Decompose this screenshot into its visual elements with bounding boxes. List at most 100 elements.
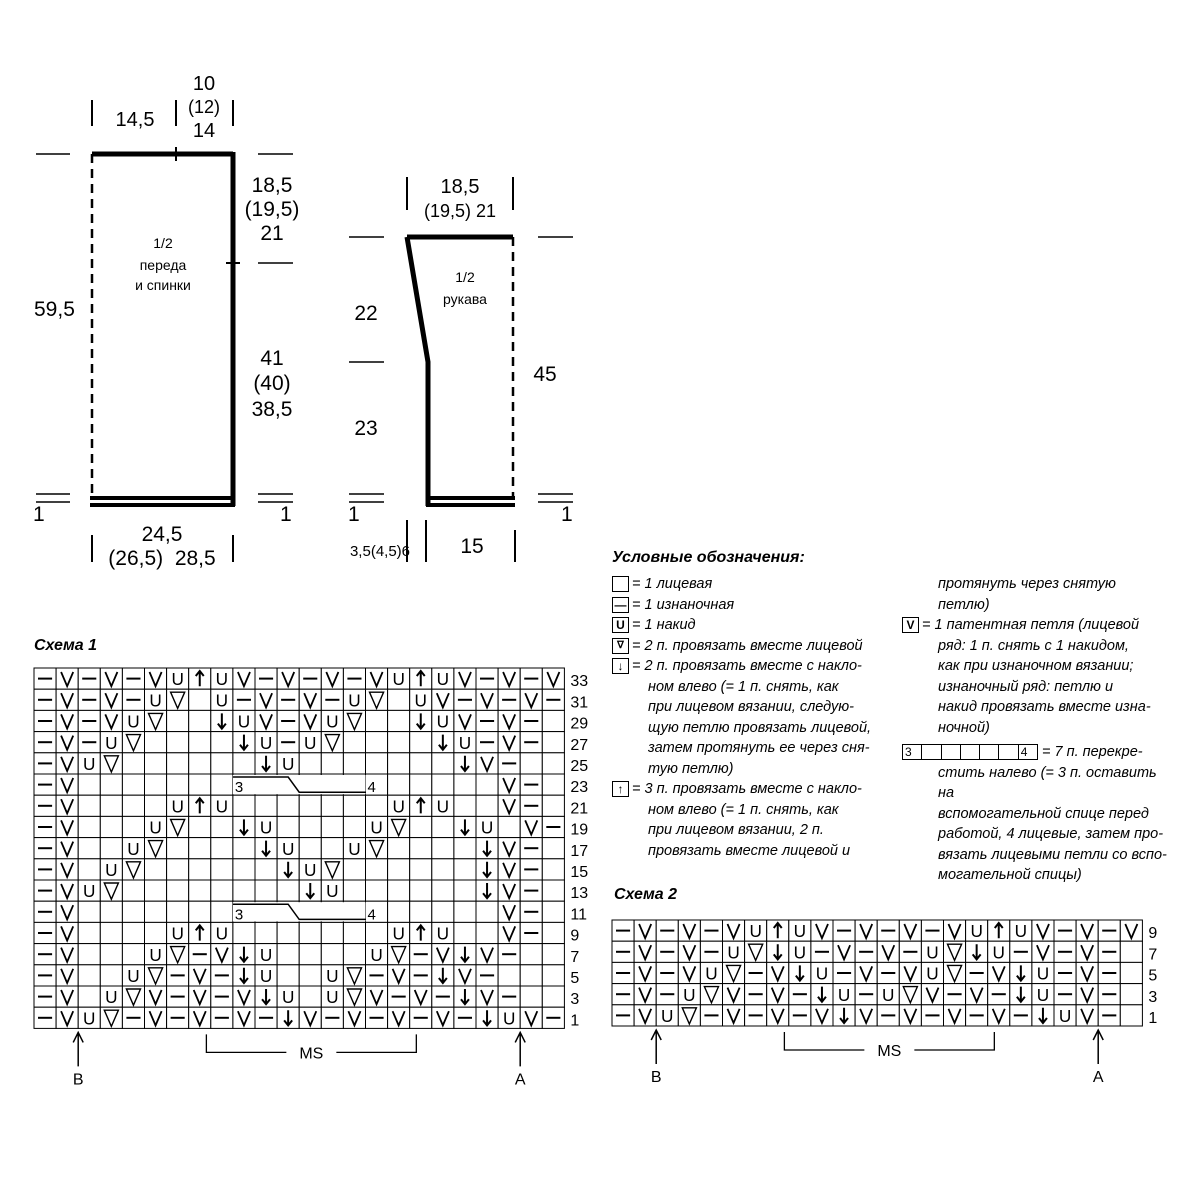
k2tog-symbol-icon	[125, 861, 142, 880]
scheme1-cell	[210, 900, 234, 923]
ssk-symbol-icon	[971, 944, 982, 962]
k2tog-symbol-icon	[946, 964, 963, 984]
patent-symbol-icon	[947, 923, 962, 941]
ssk-symbol-icon	[482, 861, 492, 879]
legend-text: как при изнаночном вязании;	[938, 658, 1134, 674]
sleeve-bottom-width: 15	[460, 535, 483, 558]
patent-symbol-icon	[770, 966, 785, 983]
patent-symbol-icon	[60, 692, 75, 710]
patent-symbol-icon	[369, 671, 384, 689]
yarnover-symbol-icon: U	[105, 860, 117, 880]
yarnover-symbol-icon: U	[481, 818, 493, 838]
k2tog-symbol-icon	[346, 712, 363, 732]
scheme1-cell	[99, 943, 123, 966]
sk2p-symbol-icon	[415, 669, 426, 687]
patent-symbol-icon	[638, 923, 653, 941]
ssk-symbol-icon	[415, 713, 426, 731]
scheme1-cell	[77, 858, 101, 881]
scheme1-cell	[541, 964, 565, 987]
scheme1-cell	[121, 815, 146, 839]
k2tog-symbol-icon	[147, 967, 164, 986]
scheme1-cell	[276, 943, 300, 966]
yarnover-symbol-icon: U	[970, 921, 982, 941]
yarnover-symbol-icon: U	[149, 945, 161, 965]
ssk-symbol-icon	[438, 734, 448, 752]
sleeve-label-line2: рукава	[443, 291, 487, 307]
legend-text: ряд: 1 п. снять с 1 накидом,	[938, 637, 1129, 654]
scheme1-cell	[298, 921, 322, 945]
k2tog-symbol-icon	[169, 818, 186, 838]
patent-symbol-icon	[325, 671, 340, 689]
legend-text: = 7 п. перекре-	[1042, 744, 1143, 760]
scheme1-cell	[475, 921, 499, 945]
k2tog-symbol-icon	[681, 1007, 698, 1026]
scheme1-cell	[320, 943, 344, 966]
patent-symbol-icon	[502, 883, 517, 901]
sleeve-upper-height: 22	[354, 302, 377, 325]
scheme1-row-number: 21	[570, 800, 588, 817]
scheme1-cell	[431, 837, 455, 860]
scheme1-cell	[298, 943, 322, 966]
patent-symbol-icon	[859, 966, 874, 983]
patent-symbol-icon	[991, 966, 1006, 983]
patent-symbol-icon	[480, 756, 494, 774]
scheme1-row-number: 29	[570, 716, 588, 733]
scheme1-cell	[431, 879, 455, 902]
scheme1-cell	[320, 921, 344, 945]
legend-text: вязать лицевыми петли со вспо-	[938, 846, 1167, 863]
patent-symbol-icon	[815, 923, 829, 941]
cable-cross-icon	[232, 902, 366, 922]
scheme1-cell	[276, 921, 300, 945]
scheme1-cell	[232, 879, 256, 902]
legend-column-2: протянуть через снятую петлю) V = 1 пате…	[902, 574, 1172, 886]
legend-item-purl: — = 1 изнаночная	[612, 595, 902, 616]
patent-symbol-icon	[991, 1008, 1006, 1026]
yarnover-symbol-icon: U	[326, 966, 338, 986]
scheme1-cell	[409, 752, 433, 775]
scheme1-cell	[387, 731, 411, 754]
patent-symbol-icon	[1080, 987, 1095, 1005]
scheme1-cell	[121, 900, 146, 923]
body-rib-left: 1	[33, 503, 45, 526]
scheme1-cell	[342, 752, 366, 775]
scheme1-row-number: 13	[570, 885, 588, 902]
patent-symbol-icon	[1080, 1008, 1095, 1026]
scheme1-cell	[99, 964, 123, 987]
scheme1-cell	[431, 752, 455, 775]
legend-text: стить налево (= 3 п. оставить на	[938, 764, 1157, 802]
patent-symbol-icon	[682, 923, 697, 941]
k2tog-symbol-icon	[946, 943, 963, 963]
scheme2-row-number: 7	[1148, 946, 1157, 963]
scheme1-cell	[320, 815, 344, 839]
patent-symbol-icon	[192, 1010, 207, 1028]
patent-symbol-icon	[881, 944, 896, 962]
scheme1-cell	[254, 879, 278, 902]
scheme1-cell	[188, 815, 212, 839]
legend-text: = 1 изнаночная	[632, 596, 735, 613]
yarnover-symbol-icon: U	[612, 617, 629, 633]
scheme1-cell	[453, 773, 477, 796]
patent-symbol-icon	[969, 987, 984, 1005]
scheme1-cell	[232, 794, 256, 817]
scheme1-cell	[276, 964, 300, 987]
legend-text: протянуть через снятую	[938, 576, 1116, 592]
scheme1-cell	[77, 985, 101, 1008]
scheme1-cell	[188, 752, 212, 775]
scheme1-title: Схема 1	[34, 637, 98, 654]
yarnover-symbol-icon: U	[282, 839, 294, 859]
scheme2-row-number: 1	[1148, 1010, 1157, 1027]
scheme1-cell	[210, 858, 234, 881]
scheme1-cell	[166, 858, 190, 881]
legend-text: изнаночный ряд: петлю и	[938, 678, 1114, 695]
patent-symbol-icon	[837, 944, 851, 962]
legend-text: при лицевом вязании, следую-	[648, 699, 854, 715]
yarnover-symbol-icon: U	[503, 1008, 515, 1028]
scheme1-cell	[188, 858, 212, 881]
scheme1-cell	[144, 794, 168, 817]
scheme1-cell	[166, 752, 190, 775]
legend-text: ном влево (= 1 п. снять, как	[648, 678, 839, 695]
scheme2-cell	[1119, 940, 1143, 963]
scheme1-cell	[188, 688, 212, 711]
marker-arrow-icon	[514, 1030, 526, 1067]
